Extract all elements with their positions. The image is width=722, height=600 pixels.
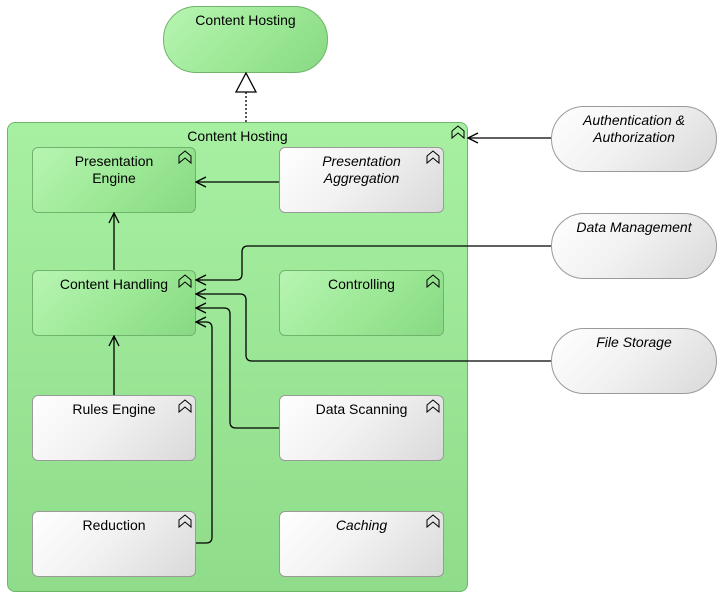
presentation-engine-node[interactable]: Presentation Engine — [32, 147, 196, 213]
data-management-node[interactable]: Data Management — [551, 213, 717, 279]
group-function-icon — [451, 125, 465, 140]
data-management-label: Data Management — [576, 219, 692, 235]
caching-node[interactable]: Caching — [279, 511, 444, 577]
reduction-label: Reduction — [82, 517, 146, 533]
content-handling-node[interactable]: Content Handling — [32, 270, 196, 336]
rules-engine-node[interactable]: Rules Engine — [32, 395, 196, 461]
data-scanning-node[interactable]: Data Scanning — [279, 395, 444, 461]
auth-label-2: Authorization — [593, 129, 675, 145]
controlling-node[interactable]: Controlling — [279, 270, 444, 336]
content-hosting-service-label: Content Hosting — [195, 12, 296, 28]
authentication-authorization-node[interactable]: Authentication & Authorization — [551, 106, 717, 172]
scanning-to-handling-connector — [196, 308, 279, 429]
content-hosting-group-label: Content Hosting — [187, 128, 288, 144]
presentation-engine-label-1: Presentation — [74, 153, 154, 169]
presentation-engine-label-2: Engine — [92, 170, 136, 186]
realization-arrowhead — [234, 71, 258, 93]
content-handling-label: Content Handling — [59, 276, 169, 292]
content-hosting-service[interactable]: Content Hosting — [163, 6, 328, 73]
presentation-aggregation-label-2: Aggregation — [323, 170, 400, 186]
file-storage-label: File Storage — [596, 334, 672, 350]
presentation-aggregation-label-1: Presentation — [322, 153, 401, 169]
reduction-node[interactable]: Reduction — [32, 511, 196, 577]
rules-engine-label: Rules Engine — [72, 401, 156, 417]
file-storage-node[interactable]: File Storage — [551, 328, 717, 394]
reduction-to-handling-connector — [196, 322, 213, 544]
caching-label: Caching — [335, 517, 388, 533]
data-scanning-label: Data Scanning — [315, 401, 408, 417]
presentation-aggregation-node[interactable]: Presentation Aggregation — [279, 147, 444, 213]
controlling-label: Controlling — [328, 276, 395, 292]
auth-label-1: Authentication & — [583, 112, 685, 128]
